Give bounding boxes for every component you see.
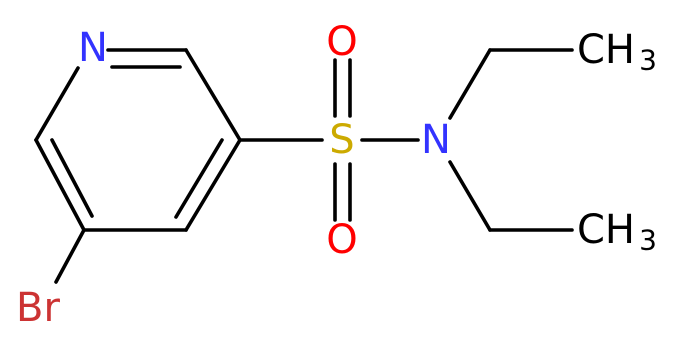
- methyl-top-subscript: 3: [639, 44, 657, 77]
- oxygen-top-label: O: [326, 19, 357, 65]
- atom-labels: N S O O N Br CH 3 CH 3: [16, 19, 657, 331]
- methyl-bottom-carbon: CH: [577, 207, 635, 253]
- ring-nitrogen-label: N: [78, 25, 108, 71]
- bond-lines: [34, 48, 574, 284]
- bond-n-ch2-bottom: [448, 160, 492, 232]
- sulfur-label: S: [329, 117, 354, 163]
- methyl-bottom-label: CH 3: [577, 207, 657, 257]
- bromine-label: Br: [16, 285, 60, 331]
- bond-c3-c4-inner: [174, 138, 224, 219]
- methyl-top-carbon: CH: [577, 27, 635, 73]
- bond-c2-c3: [184, 48, 242, 142]
- methyl-bottom-subscript: 3: [639, 224, 657, 257]
- bond-c5-c6: [34, 138, 86, 232]
- bond-n-ch2-top: [448, 48, 492, 120]
- oxygen-bottom-label: O: [326, 217, 357, 263]
- bond-c5-br: [54, 228, 86, 284]
- bond-c3-c4: [184, 138, 242, 232]
- amide-nitrogen-label: N: [421, 117, 451, 163]
- bond-c5-c6-inner: [50, 138, 94, 218]
- methyl-top-label: CH 3: [577, 27, 657, 77]
- bond-c6-n1: [34, 66, 80, 142]
